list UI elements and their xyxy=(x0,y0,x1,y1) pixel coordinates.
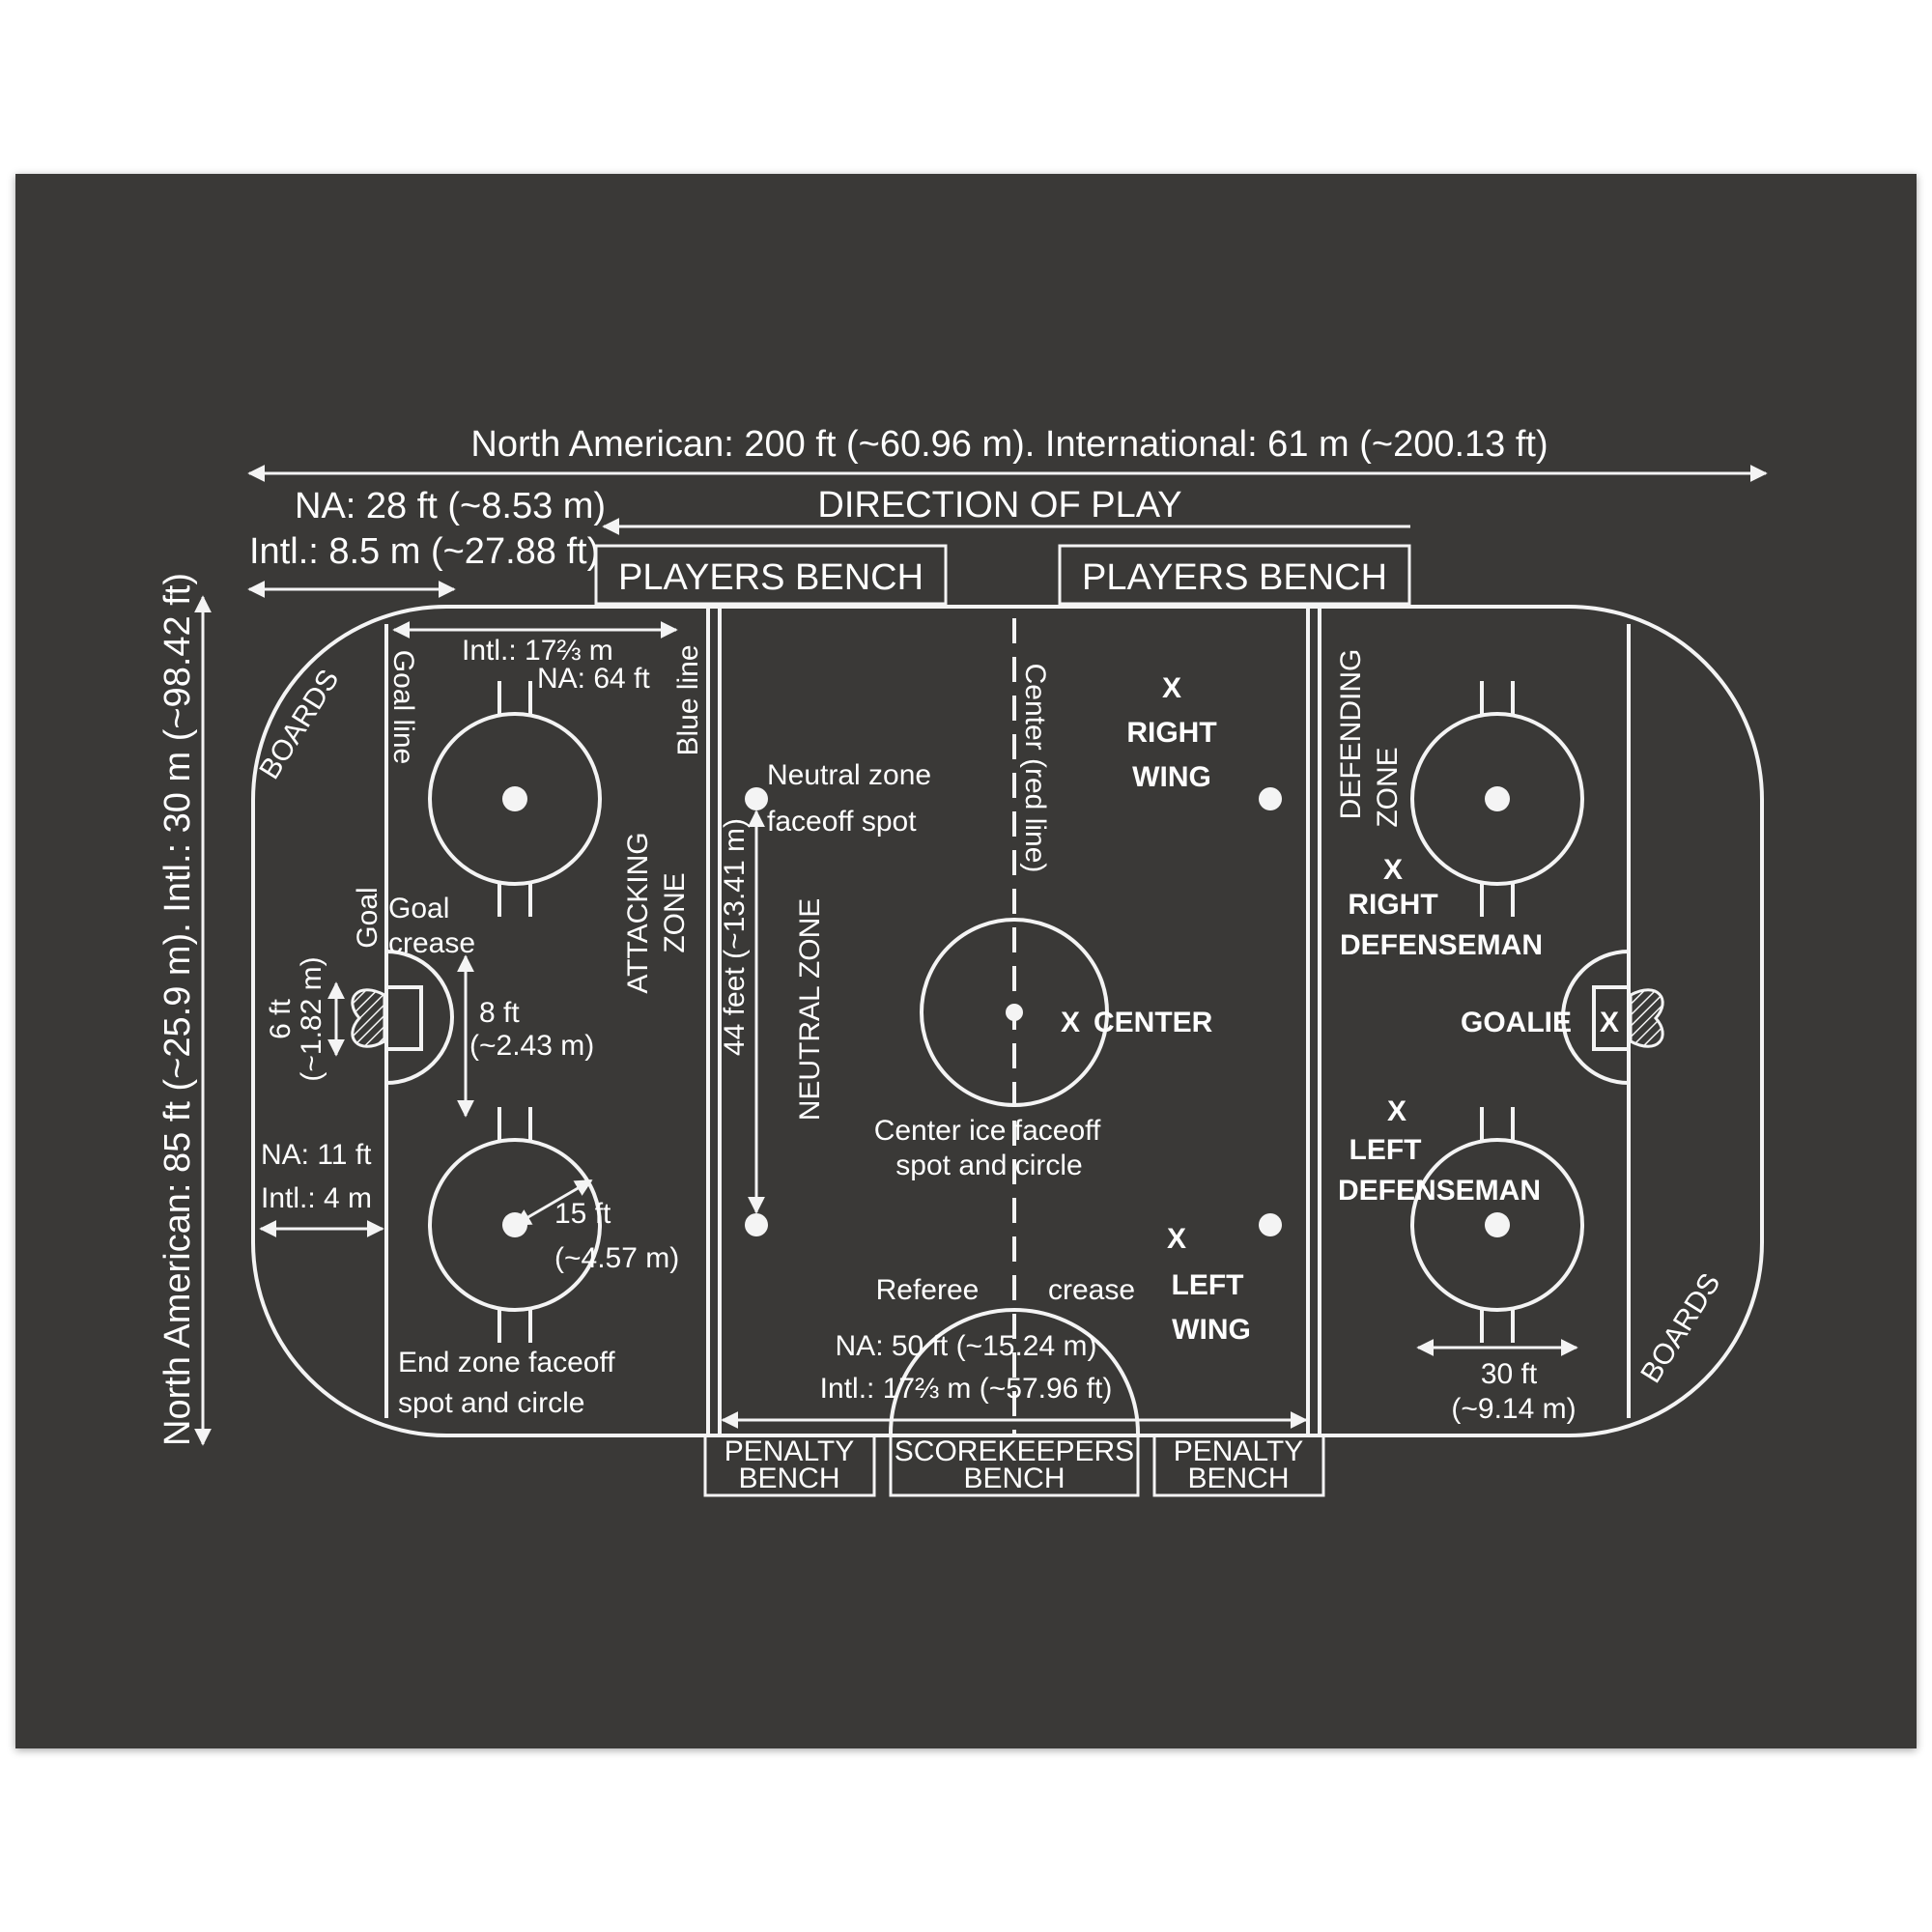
attacking-zone-label-1: ATTACKING xyxy=(622,832,654,993)
defending-zone-label-1: DEFENDING xyxy=(1335,649,1367,820)
neutral-spot-label-2: faceoff spot xyxy=(767,806,917,838)
goalie-marker: X xyxy=(1600,1007,1619,1038)
right-wing-marker: X xyxy=(1162,672,1181,704)
goal-crease-left xyxy=(385,950,454,1085)
center-faceoff-label-1: Center ice faceoff xyxy=(874,1115,1101,1147)
goal-line-label: Goal line xyxy=(387,650,419,764)
goal-crease-right xyxy=(1561,950,1630,1085)
goal-hatch-left xyxy=(351,988,386,1048)
zone-length-na: NA: 64 ft xyxy=(537,663,650,695)
penalty-bench-right-label-2: BENCH xyxy=(1187,1463,1289,1494)
faceoff-circle-right-bottom xyxy=(1410,1107,1584,1343)
center-faceoff-label-2: spot and circle xyxy=(895,1150,1082,1181)
left-defenseman-marker: X xyxy=(1387,1095,1406,1127)
neutral-spot-right-top xyxy=(1259,787,1282,810)
right-wing-label-1: RIGHT xyxy=(1126,717,1216,749)
defending-zone-label-2: ZONE xyxy=(1372,747,1404,827)
players-bench-right xyxy=(1058,544,1411,606)
penalty-bench-left-label-2: BENCH xyxy=(738,1463,839,1494)
goal-net-left xyxy=(384,985,423,1051)
neutral-width-intl: Intl.: 17⅔ m (~57.96 ft) xyxy=(820,1373,1113,1405)
crease-width-1: 8 ft xyxy=(479,997,520,1029)
circle-gap-label-2: (~9.14 m) xyxy=(1451,1393,1576,1425)
penalty-bench-right-label-1: PENALTY xyxy=(1174,1435,1304,1467)
referee-crease-label-2: crease xyxy=(1048,1274,1135,1306)
goalie-label: GOALIE xyxy=(1461,1007,1572,1038)
goal-label: Goal xyxy=(352,887,384,948)
goal-crease-label-2: crease xyxy=(388,927,475,959)
attacking-zone-label-2: ZONE xyxy=(659,872,691,952)
circle-gap-label-1: 30 ft xyxy=(1481,1358,1538,1390)
left-defenseman-label-1: LEFT xyxy=(1350,1134,1422,1166)
left-wing-marker: X xyxy=(1167,1223,1186,1255)
radius-label-2: (~4.57 m) xyxy=(554,1242,679,1274)
end-faceoff-label-2: spot and circle xyxy=(398,1387,584,1419)
neutral-spot-label-1: Neutral zone xyxy=(767,759,931,791)
direction-of-play-label: DIRECTION OF PLAY xyxy=(817,485,1181,526)
neutral-spot-right-bottom xyxy=(1259,1213,1282,1236)
players-bench-left xyxy=(594,544,948,606)
neutral-width-na: NA: 50 ft (~15.24 m) xyxy=(836,1330,1097,1362)
radius-arrow xyxy=(513,1179,593,1227)
center-marker: X xyxy=(1061,1007,1080,1038)
radius-label-1: 15 ft xyxy=(554,1198,611,1230)
penalty-bench-right xyxy=(1152,1434,1325,1497)
neutral-spot-left-bottom xyxy=(745,1213,768,1236)
penalty-bench-left xyxy=(703,1434,876,1497)
faceoff-circle-right-top xyxy=(1410,681,1584,917)
blue-line-label: Blue line xyxy=(672,644,704,755)
neutral-spot-left-top xyxy=(745,787,768,810)
players-bench-left-label: PLAYERS BENCH xyxy=(618,557,923,598)
referee-crease xyxy=(889,1308,1140,1435)
center-faceoff-circle xyxy=(920,918,1109,1107)
corner-radius-na: NA: 28 ft (~8.53 m) xyxy=(295,486,606,526)
width-label: North American: 85 ft (~25.9 m). Intl.: … xyxy=(157,573,198,1446)
end-faceoff-label-1: End zone faceoff xyxy=(398,1347,615,1378)
right-wing-label-2: WING xyxy=(1132,761,1211,793)
right-defenseman-label-2: DEFENSEMAN xyxy=(1340,929,1543,961)
right-defenseman-marker: X xyxy=(1383,854,1403,886)
center-faceoff-spot xyxy=(1006,1004,1023,1021)
goal-hatch-right xyxy=(1629,988,1664,1048)
neutral-zone-label: NEUTRAL ZONE xyxy=(794,898,826,1122)
corner-radius-intl: Intl.: 8.5 m (~27.88 ft) xyxy=(249,531,599,572)
left-wing-label-2: WING xyxy=(1172,1314,1251,1346)
crease-width-2: (~2.43 m) xyxy=(469,1030,594,1062)
goal-width-1: 6 ft xyxy=(265,998,297,1038)
right-defenseman-label-1: RIGHT xyxy=(1348,889,1437,921)
goalline-distance-na: NA: 11 ft xyxy=(261,1139,372,1171)
left-wing-label-1: LEFT xyxy=(1172,1269,1244,1301)
chalkboard xyxy=(15,174,1917,1748)
length-label: North American: 200 ft (~60.96 m). Inter… xyxy=(470,424,1548,465)
center-line-label: Center (red line) xyxy=(1019,664,1051,873)
spot-distance-label: 44 feet (~13.41 m) xyxy=(719,818,751,1056)
scorekeepers-bench-label-1: SCOREKEEPERS xyxy=(895,1435,1134,1467)
goal-net-right xyxy=(1592,985,1631,1051)
goal-crease-label-1: Goal xyxy=(388,893,449,924)
penalty-bench-left-label-1: PENALTY xyxy=(724,1435,855,1467)
faceoff-circle-left-top xyxy=(428,681,602,917)
players-bench-right-label: PLAYERS BENCH xyxy=(1082,557,1387,598)
center-position-label: CENTER xyxy=(1094,1007,1213,1038)
scorekeepers-bench-label-2: BENCH xyxy=(963,1463,1065,1494)
zone-length-intl: Intl.: 17⅔ m xyxy=(462,635,613,667)
referee-crease-label-1: Referee xyxy=(876,1274,980,1306)
scorekeepers-bench xyxy=(889,1434,1140,1497)
goalline-distance-intl: Intl.: 4 m xyxy=(261,1182,372,1214)
left-defenseman-label-2: DEFENSEMAN xyxy=(1338,1175,1541,1207)
goal-width-2: (~1.82 m) xyxy=(296,956,327,1081)
